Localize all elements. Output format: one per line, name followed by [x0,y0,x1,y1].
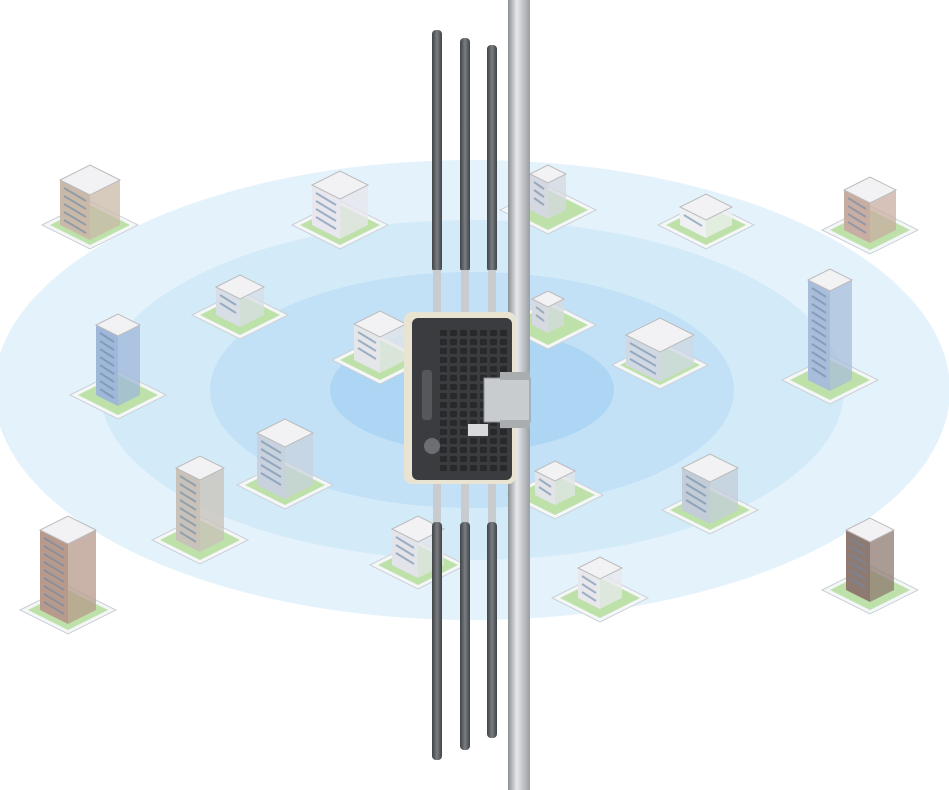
antenna-top [460,38,470,312]
led-panel [422,370,432,420]
building [190,274,290,340]
building [820,176,920,255]
building [150,455,250,565]
port-cap [424,438,440,454]
pole-mount-bracket [483,377,531,423]
antenna-bottom [487,484,497,738]
building [290,170,390,250]
access-point-device [404,312,531,484]
antennas [432,30,497,760]
antenna-top [432,30,442,312]
building [505,460,605,520]
building [780,268,880,405]
antenna-bottom [460,484,470,750]
building [550,556,650,623]
building [656,193,756,250]
building [40,164,140,250]
building [660,453,760,535]
building [820,517,920,615]
buildings [18,164,920,635]
building [235,418,335,510]
antenna-bottom [432,484,442,760]
building [68,313,168,420]
building [610,317,710,390]
building [18,515,118,635]
label-plate [468,424,488,436]
antenna-top [487,45,497,312]
